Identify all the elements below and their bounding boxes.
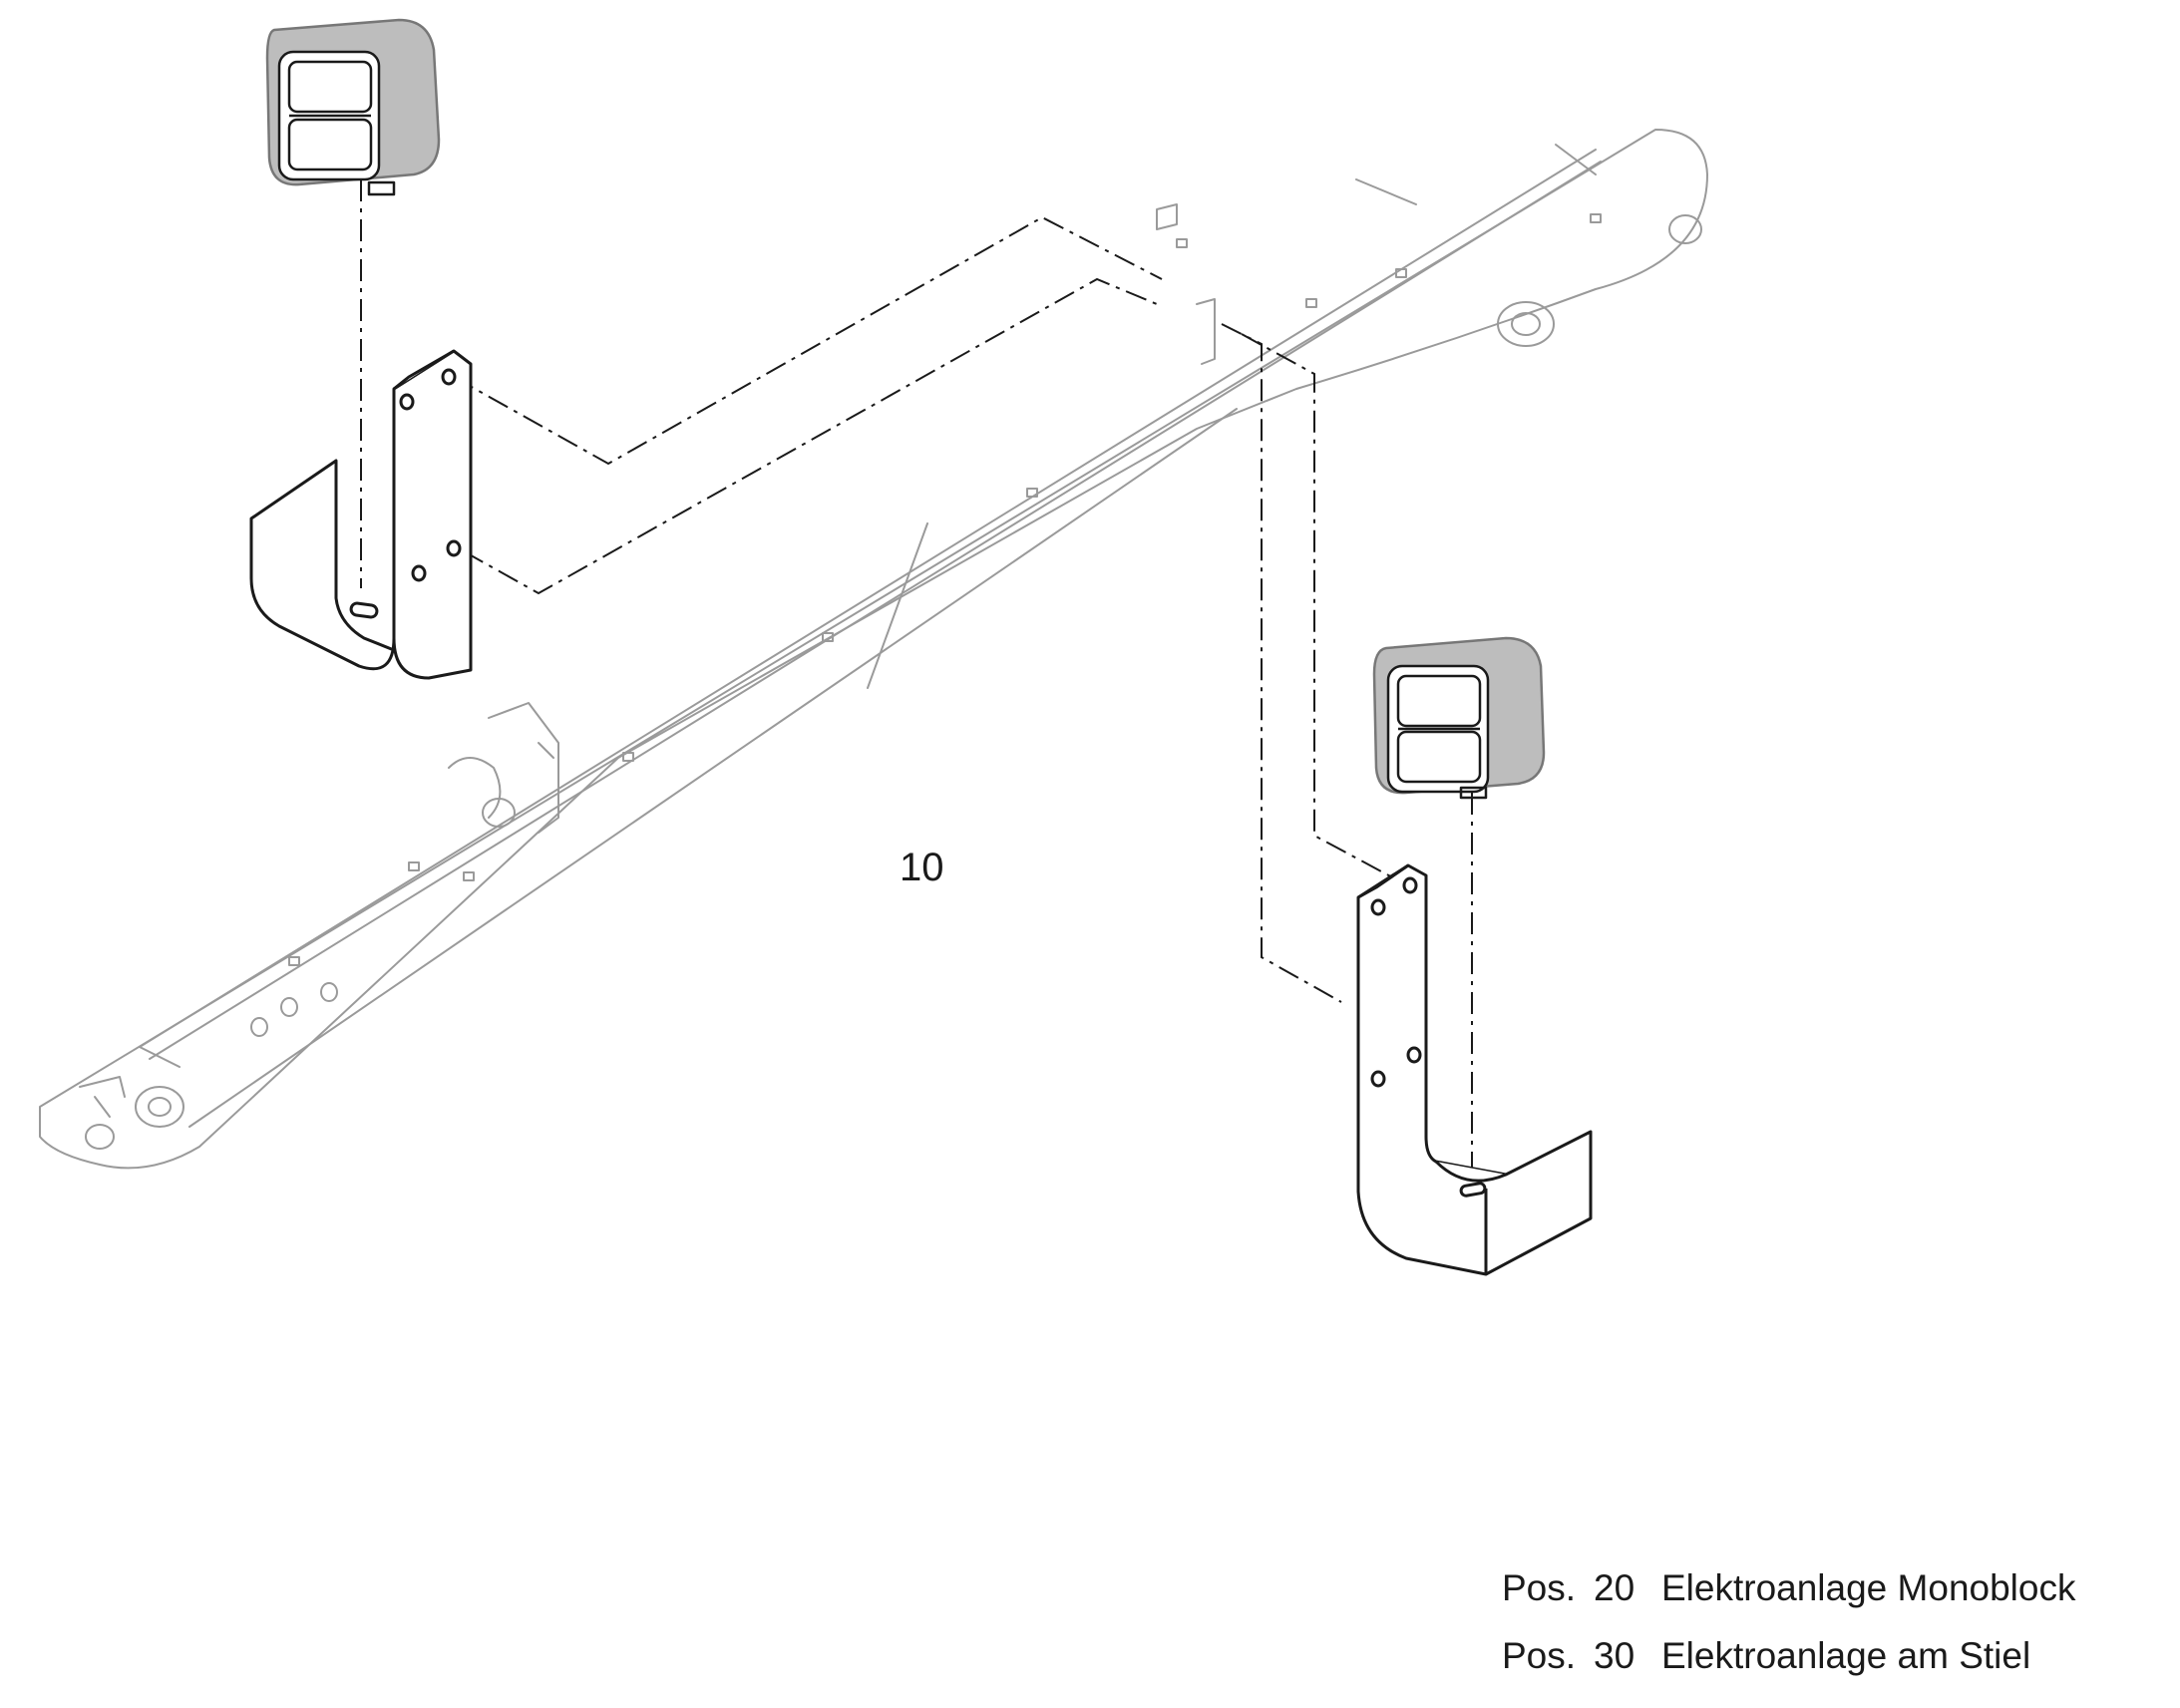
legend-pos-prefix: Pos. [1502,1635,1577,1676]
mounting-bracket-icon [249,349,473,680]
work-lamp-icon [1372,636,1546,800]
legend-pos-description: Elektroanlage Monoblock [1661,1567,2076,1608]
callout-label: 10 [900,846,944,889]
legend-pos-number: 20 [1594,1567,1635,1608]
legend-row: Pos. 20 Elektroanlage Monoblock [1502,1567,2075,1609]
legend-pos-description: Elektroanlage am Stiel [1661,1635,2031,1676]
legend-pos-number: 30 [1594,1635,1635,1676]
mounting-bracket-icon [1356,863,1593,1276]
excavator-stick [39,129,1708,1170]
legend-row: Pos. 30 Elektroanlage am Stiel [1502,1635,2030,1677]
legend-pos-prefix: Pos. [1502,1567,1577,1608]
leader-lines [360,179,1473,1182]
work-lamp-icon [265,18,441,196]
